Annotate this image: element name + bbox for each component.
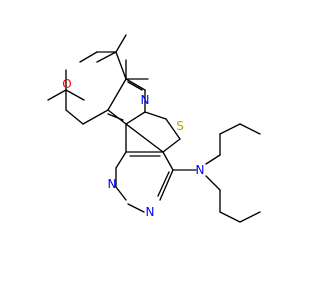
bond	[107, 113, 124, 121]
bond	[125, 78, 146, 91]
bond	[82, 109, 109, 125]
bond	[219, 123, 241, 135]
bond	[127, 203, 145, 213]
bond	[65, 89, 85, 101]
bond	[205, 175, 221, 191]
oxygen-atom-label: O	[62, 77, 71, 91]
bond	[239, 211, 261, 223]
bond	[205, 154, 221, 165]
bonds	[47, 34, 261, 223]
bond	[157, 171, 170, 197]
nitrogen-atom-label: N	[141, 93, 150, 107]
bond	[127, 81, 143, 91]
structure-canvas: N S O N N N	[47, 34, 261, 223]
sulfur-atom-label: S	[176, 119, 184, 133]
bond	[79, 51, 98, 63]
bond	[115, 186, 127, 201]
bond	[165, 118, 181, 140]
bond	[96, 51, 117, 63]
bond	[107, 78, 127, 111]
bond	[125, 123, 164, 153]
nitrogen-atom-label: N	[196, 163, 205, 177]
bond	[115, 34, 127, 53]
bond	[65, 109, 84, 125]
nitrogen-atom-label: N	[108, 177, 117, 191]
bond	[219, 211, 241, 223]
bond	[162, 151, 174, 171]
bond	[115, 51, 127, 80]
bond	[239, 123, 261, 135]
bond	[144, 111, 167, 120]
molecule-structure: N S O N N N	[47, 34, 261, 223]
bond	[159, 169, 174, 201]
bond	[162, 138, 181, 153]
atom-labels: N S O N N N	[62, 77, 204, 219]
bond	[47, 89, 67, 101]
bond	[115, 151, 127, 169]
bond	[125, 111, 146, 125]
nitrogen-atom-label: N	[146, 205, 155, 219]
